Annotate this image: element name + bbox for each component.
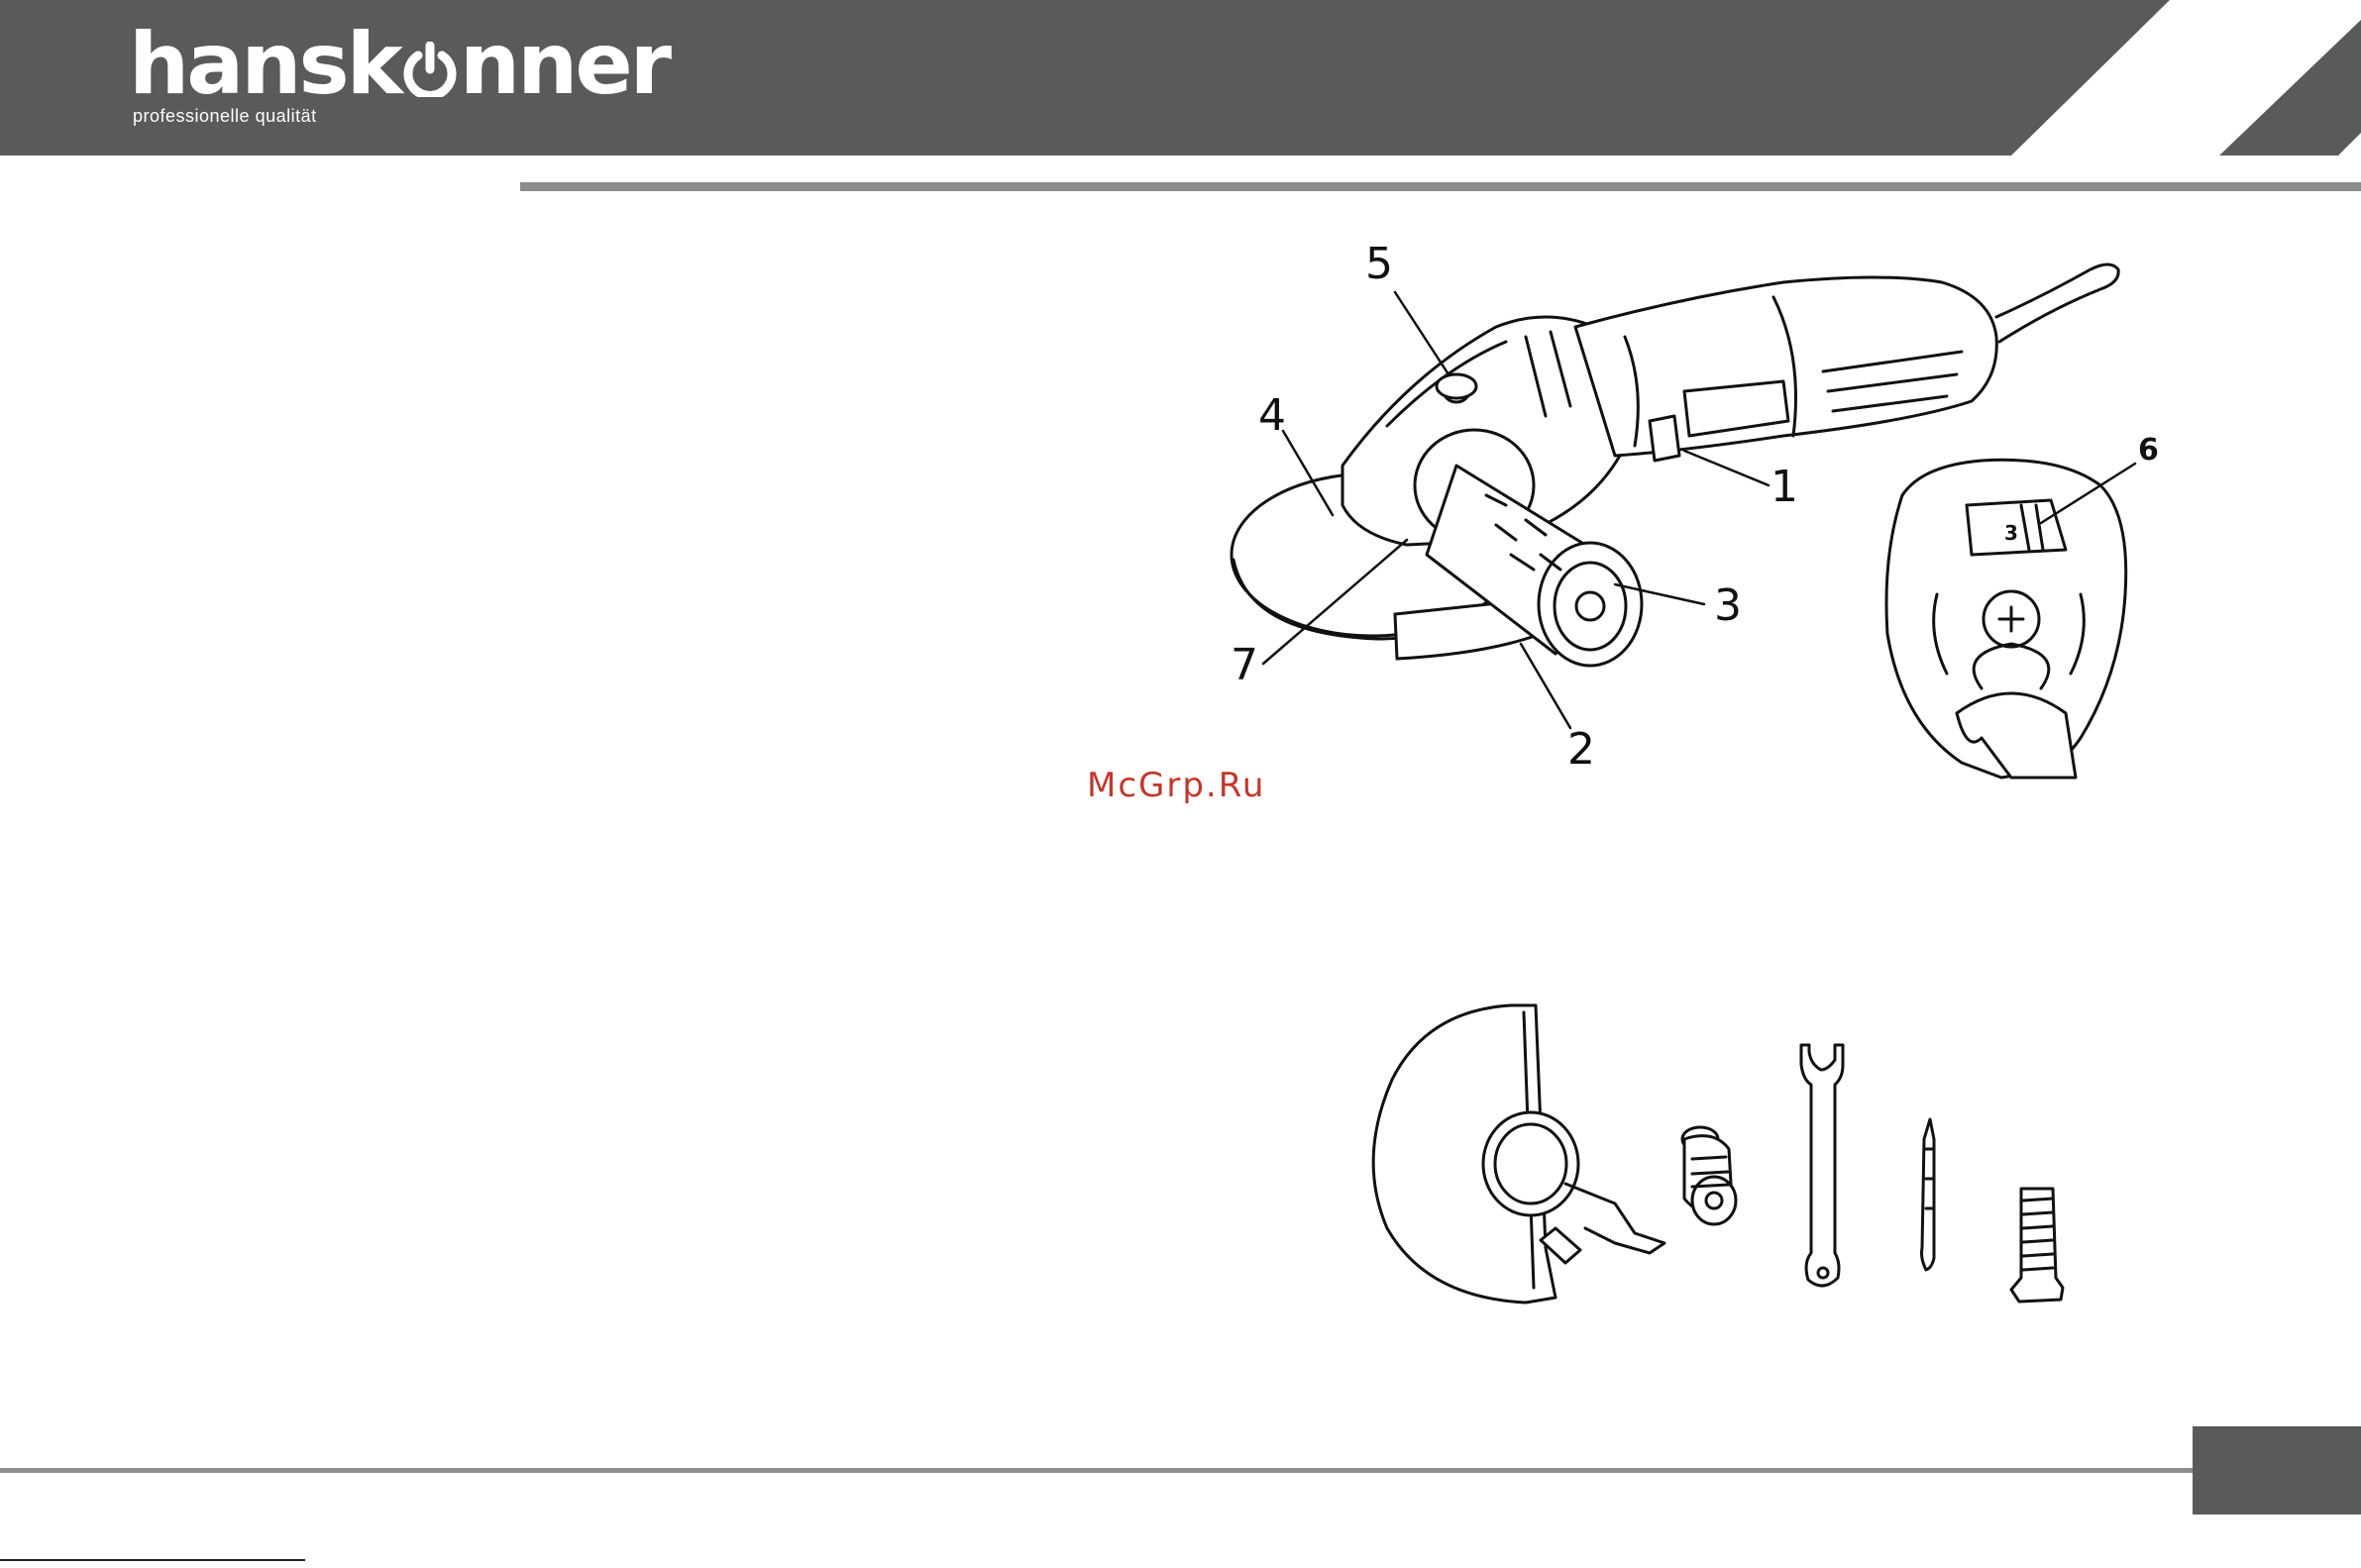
callout-4: 4	[1258, 394, 1286, 438]
callout-1: 1	[1771, 466, 1798, 509]
callout-2: 2	[1567, 728, 1595, 772]
callout-5: 5	[1365, 243, 1393, 286]
dial-label: 3	[2004, 521, 2018, 545]
speed-dial-inset-drawing	[1886, 460, 2126, 778]
footnote-rule	[0, 1559, 305, 1561]
bottom-rule	[0, 1468, 2361, 1473]
callout-3: 3	[1714, 584, 1742, 628]
accessories-drawing	[1373, 1005, 2063, 1303]
page-number-box	[2193, 1426, 2361, 1515]
callout-6: 6	[2138, 436, 2159, 466]
watermark-text: McGrp.Ru	[1087, 766, 1265, 805]
callout-7: 7	[1231, 644, 1258, 687]
